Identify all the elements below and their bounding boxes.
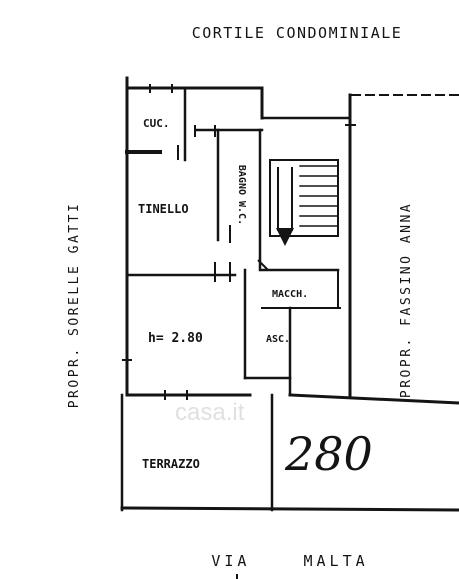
machine-room-label: MACCH. — [272, 289, 308, 300]
interior-walls — [125, 86, 341, 397]
right-neighbor-label: PROPR. FASSINO ANNA — [399, 202, 414, 398]
bathroom-label: BAGNO W.C. — [236, 165, 247, 225]
watermark: casa.it — [175, 399, 245, 426]
door-marks — [122, 84, 356, 400]
height-note: h= 2.80 — [148, 331, 203, 346]
terrace-area — [120, 393, 459, 512]
street-label: VIA MALTA — [211, 552, 368, 570]
kitchen-label: CUC. — [143, 117, 170, 130]
courtyard-label: CORTILE CONDOMINIALE — [192, 24, 403, 42]
left-neighbor-label: PROPR. SORELLE GATTI — [67, 202, 82, 409]
staircase — [269, 159, 339, 246]
terrace-label: TERRAZZO — [142, 457, 200, 471]
handwritten-number: 280 — [284, 427, 373, 481]
lift-label: ASC. — [266, 334, 290, 345]
tinello-label: TINELLO — [138, 202, 189, 216]
